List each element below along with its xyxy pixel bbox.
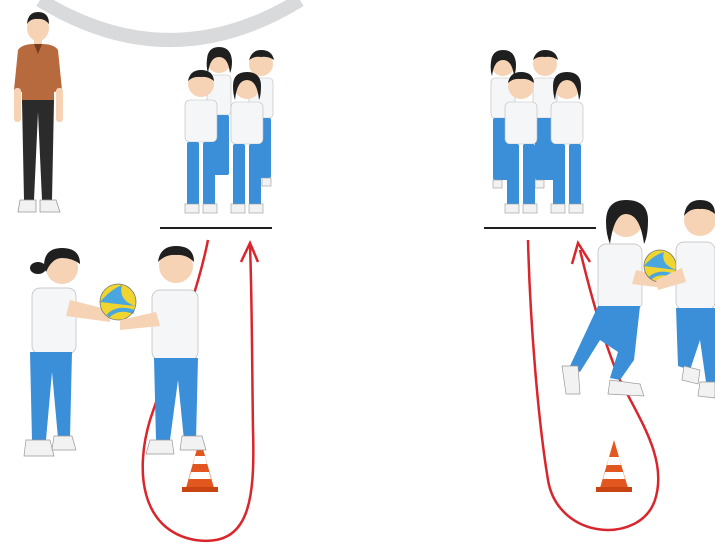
right-boy-passer bbox=[656, 200, 715, 398]
left-volleyball-ball-icon bbox=[100, 284, 136, 320]
right-team-queue bbox=[491, 50, 583, 213]
left-team-queue bbox=[185, 47, 274, 213]
left-boy-passer bbox=[120, 246, 206, 454]
decorative-arc bbox=[40, 0, 300, 40]
right-girl-passer bbox=[562, 200, 664, 396]
teacher-figure bbox=[14, 12, 63, 212]
left-girl-passer bbox=[24, 248, 110, 456]
right-traffic-cone-icon bbox=[596, 440, 632, 492]
